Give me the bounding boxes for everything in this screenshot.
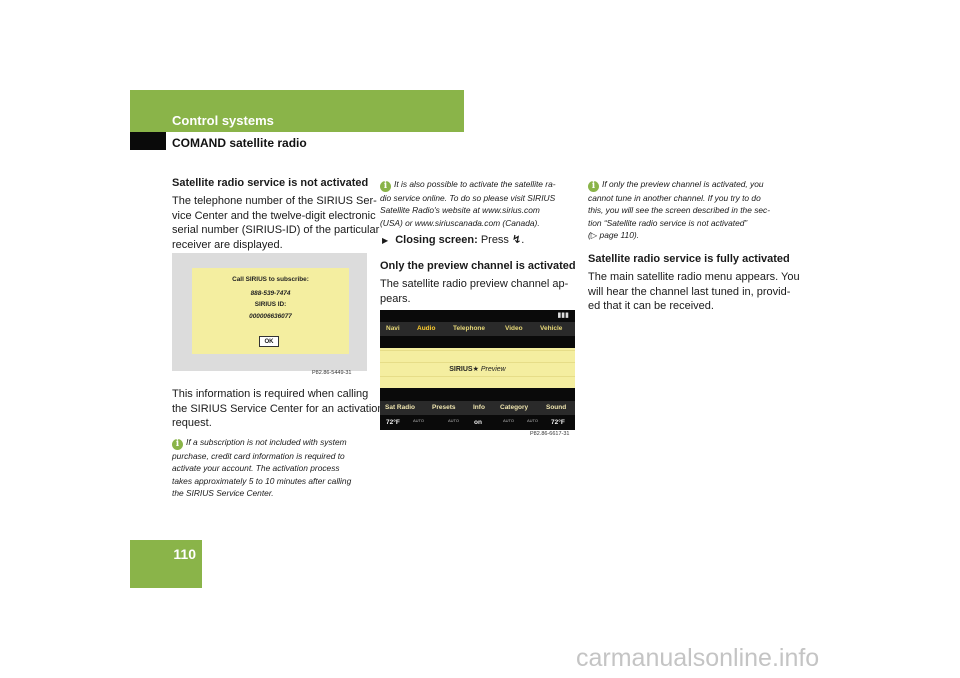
text-line: pears. (380, 292, 411, 305)
menu-telephone[interactable]: Telephone (453, 325, 486, 332)
info-icon: i (588, 181, 599, 192)
header-band (130, 90, 464, 132)
text-line: The telephone number of the SIRIUS Ser- (172, 195, 377, 207)
page-reference[interactable]: (▷ page 110). (588, 230, 639, 241)
bottom-menu: Sat Radio Presets Info Category Sound (380, 401, 575, 415)
screenshot-code: P82.86-5449-31 (312, 370, 352, 376)
top-menu: Navi Audio Telephone Video Vehicle (380, 322, 575, 336)
text-line: purchase, credit card information is req… (172, 451, 345, 461)
step-closing: ▶ Closing screen: Press ↯. (382, 234, 525, 246)
menu-info[interactable]: Info (473, 404, 485, 411)
text-line: The satellite radio preview channel ap- (380, 278, 569, 290)
text-line: This information is required when callin… (172, 388, 369, 400)
preview-label: Preview (480, 366, 506, 373)
sirius-logo: SIRIUS (449, 366, 473, 373)
text-line: the SIRIUS Service Center for an activat… (172, 402, 384, 415)
text-line: will hear the channel last tuned in, pro… (588, 285, 791, 298)
text-line: serial number (SIRIUS-ID) of the particu… (172, 224, 380, 236)
text-line: cannot tune in another channel. If you t… (588, 193, 761, 203)
text-line: dio service online. To do so please visi… (380, 193, 556, 203)
subscribe-id-value: 000006636077 (249, 313, 292, 320)
auto-left: AUTO (413, 418, 425, 423)
text-line: the SIRIUS Service Center. (172, 488, 274, 499)
step-text: Press (480, 234, 509, 246)
menu-sound[interactable]: Sound (546, 404, 567, 411)
page-number-box (130, 540, 202, 588)
para-info-required: This information is required when callin… (172, 387, 384, 431)
text-line: ed that it can be received. (588, 300, 714, 312)
climate-bar: 72°F AUTO AUTO on AUTO AUTO 72°F (380, 415, 575, 430)
menu-audio[interactable]: Audio (417, 325, 436, 332)
screenshot-code: P82.86-6617-31 (530, 431, 570, 437)
text-line: tion “Satellite radio service is not act… (588, 217, 748, 228)
heading-fully-activated: Satellite radio service is fully activat… (588, 253, 790, 265)
display-band (380, 388, 575, 401)
watermark: carmanualsonline.info (576, 644, 820, 672)
screenshot-preview: ▮▮▮ Navi Audio Telephone Video Vehicle S… (380, 310, 575, 430)
text-line: It is also possible to activate the sate… (394, 179, 556, 189)
bullet-arrow-icon: ▶ (382, 236, 389, 245)
heading-preview: Only the preview channel is activated (380, 260, 576, 272)
fan-auto-right: AUTO (503, 418, 515, 423)
text-line: takes approximately 5 to 10 minutes afte… (172, 475, 352, 486)
text-line: receiver are displayed. (172, 238, 283, 251)
text-line: request. (172, 417, 212, 429)
menu-sat-radio[interactable]: Sat Radio (385, 404, 415, 411)
subscribe-phone: 888-539-7474 (250, 290, 291, 297)
ok-button[interactable]: OK (259, 336, 279, 347)
para-preview: The satellite radio preview channel ap- … (380, 277, 568, 306)
temp-left: 72°F (386, 419, 400, 426)
preview-channel-label: SIRIUS★ Preview (380, 365, 575, 373)
step-label: Closing screen: (395, 234, 478, 246)
subscribe-panel: Call SIRIUS to subscribe: 888-539-7474 S… (192, 268, 349, 354)
text-line: vice Center and the twelve-digit electro… (172, 209, 376, 222)
climate-on: on (474, 419, 482, 426)
menu-vehicle[interactable]: Vehicle (540, 325, 563, 332)
heading-not-activated: Satellite radio service is not activated (172, 177, 369, 189)
menu-presets[interactable]: Presets (432, 404, 456, 411)
signal-icon: ▮▮▮ (557, 312, 569, 319)
sirius-dog-icon: ★ (472, 366, 479, 373)
text-line: this, you will see the screen described … (588, 205, 771, 216)
header-marker (130, 132, 166, 150)
row-divider (380, 376, 575, 377)
controller-icon: ↯ (512, 234, 522, 246)
subscribe-title: Call SIRIUS to subscribe: (232, 276, 309, 283)
page-number: 110 (173, 546, 196, 562)
subscribe-id-label: SIRIUS ID: (254, 301, 287, 308)
info-icon: i (380, 181, 391, 192)
status-bar: ▮▮▮ (380, 310, 575, 322)
text-line: If a subscription is not included with s… (186, 437, 347, 447)
fan-auto-left: AUTO (448, 418, 460, 423)
para-not-activated: The telephone number of the SIRIUS Ser- … (172, 194, 379, 252)
temp-right: 72°F (551, 419, 565, 426)
text-line: (USA) or www.siriuscanada.com (Canada). (380, 217, 540, 228)
text-line: If only the preview channel is activated… (602, 179, 764, 189)
chapter-title: Control systems (172, 113, 274, 128)
menu-video[interactable]: Video (505, 325, 523, 332)
menu-navi[interactable]: Navi (386, 325, 400, 332)
menu-category[interactable]: Category (500, 404, 529, 411)
auto-right: AUTO (527, 418, 539, 423)
info-icon: i (172, 439, 183, 450)
text-line: The main satellite radio menu appears. Y… (588, 271, 800, 283)
section-title: COMAND satellite radio (172, 136, 307, 150)
text-line: activate your account. The activation pr… (172, 463, 340, 474)
text-line: Satellite Radio's website at www.sirius.… (380, 205, 540, 216)
row-divider (380, 350, 575, 351)
para-fully-activated: The main satellite radio menu appears. Y… (588, 270, 800, 314)
row-divider (380, 362, 575, 363)
display-band (380, 336, 575, 348)
